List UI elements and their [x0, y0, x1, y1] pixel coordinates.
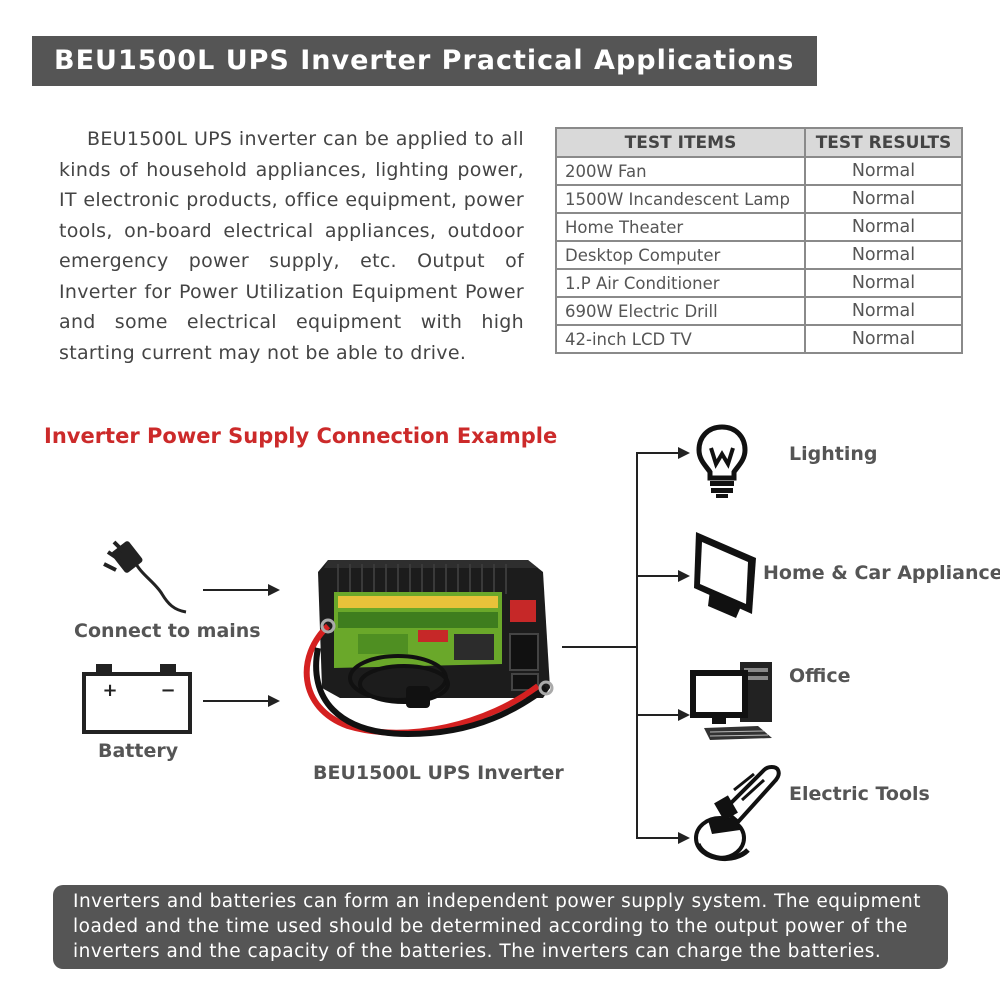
- output-bus-horizontal: [562, 646, 638, 648]
- test-result: Normal: [804, 240, 963, 270]
- intro-paragraph: BEU1500L UPS inverter can be applied to …: [59, 128, 524, 364]
- appliances-arrow-head: [678, 570, 690, 582]
- appliances-arrow: [636, 575, 680, 577]
- footer-note: Inverters and batteries can form an inde…: [73, 891, 921, 962]
- lighting-label: Lighting: [789, 443, 878, 465]
- test-item: Home Theater: [555, 212, 806, 242]
- desktop-computer-icon: [688, 658, 776, 742]
- office-arrow-head: [678, 709, 690, 721]
- test-result: Normal: [804, 184, 963, 214]
- office-arrow: [636, 714, 680, 716]
- column-header-test-results: TEST RESULTS: [804, 127, 963, 158]
- connection-section-title: Inverter Power Supply Connection Example: [44, 424, 558, 448]
- office-label: Office: [789, 665, 851, 687]
- appliances-label: Home & Car Appliances: [763, 562, 1000, 584]
- test-item: 1.P Air Conditioner: [555, 268, 806, 298]
- tools-arrow: [636, 837, 680, 839]
- column-header-test-items: TEST ITEMS: [555, 127, 806, 158]
- test-result: Normal: [804, 156, 963, 186]
- output-bus-vertical: [636, 452, 638, 839]
- page-title: BEU1500L UPS Inverter Practical Applicat…: [54, 45, 795, 76]
- page-title-banner: BEU1500L UPS Inverter Practical Applicat…: [32, 36, 817, 86]
- test-item: Desktop Computer: [555, 240, 806, 270]
- test-result: Normal: [804, 268, 963, 298]
- battery-arrow-head: [268, 695, 280, 707]
- table-header-row: TEST ITEMS TEST RESULTS: [555, 127, 963, 158]
- power-plug-icon: [100, 538, 190, 616]
- mains-label: Connect to mains: [74, 620, 261, 642]
- tools-label: Electric Tools: [789, 783, 930, 805]
- light-bulb-icon: [696, 424, 748, 498]
- inverter-label: BEU1500L UPS Inverter: [313, 762, 564, 784]
- mains-arrow: [203, 589, 269, 591]
- test-result: Normal: [804, 296, 963, 326]
- inverter-product-image: [288, 538, 560, 753]
- test-item: 42-inch LCD TV: [555, 324, 806, 354]
- battery-icon: + −: [82, 662, 192, 734]
- lighting-arrow: [636, 452, 680, 454]
- battery-plus-sign: +: [102, 680, 117, 701]
- test-item: 200W Fan: [555, 156, 806, 186]
- test-item: 690W Electric Drill: [555, 296, 806, 326]
- angle-grinder-icon: [694, 760, 784, 866]
- footer-note-box: Inverters and batteries can form an inde…: [53, 885, 948, 969]
- battery-arrow: [203, 700, 269, 702]
- test-result: Normal: [804, 324, 963, 354]
- tools-arrow-head: [678, 832, 690, 844]
- mains-arrow-head: [268, 584, 280, 596]
- test-item: 1500W Incandescent Lamp: [555, 184, 806, 214]
- battery-minus-sign: −: [160, 680, 175, 701]
- battery-label: Battery: [98, 740, 179, 762]
- test-result: Normal: [804, 212, 963, 242]
- monitor-icon: [690, 528, 758, 622]
- lighting-arrow-head: [678, 447, 690, 459]
